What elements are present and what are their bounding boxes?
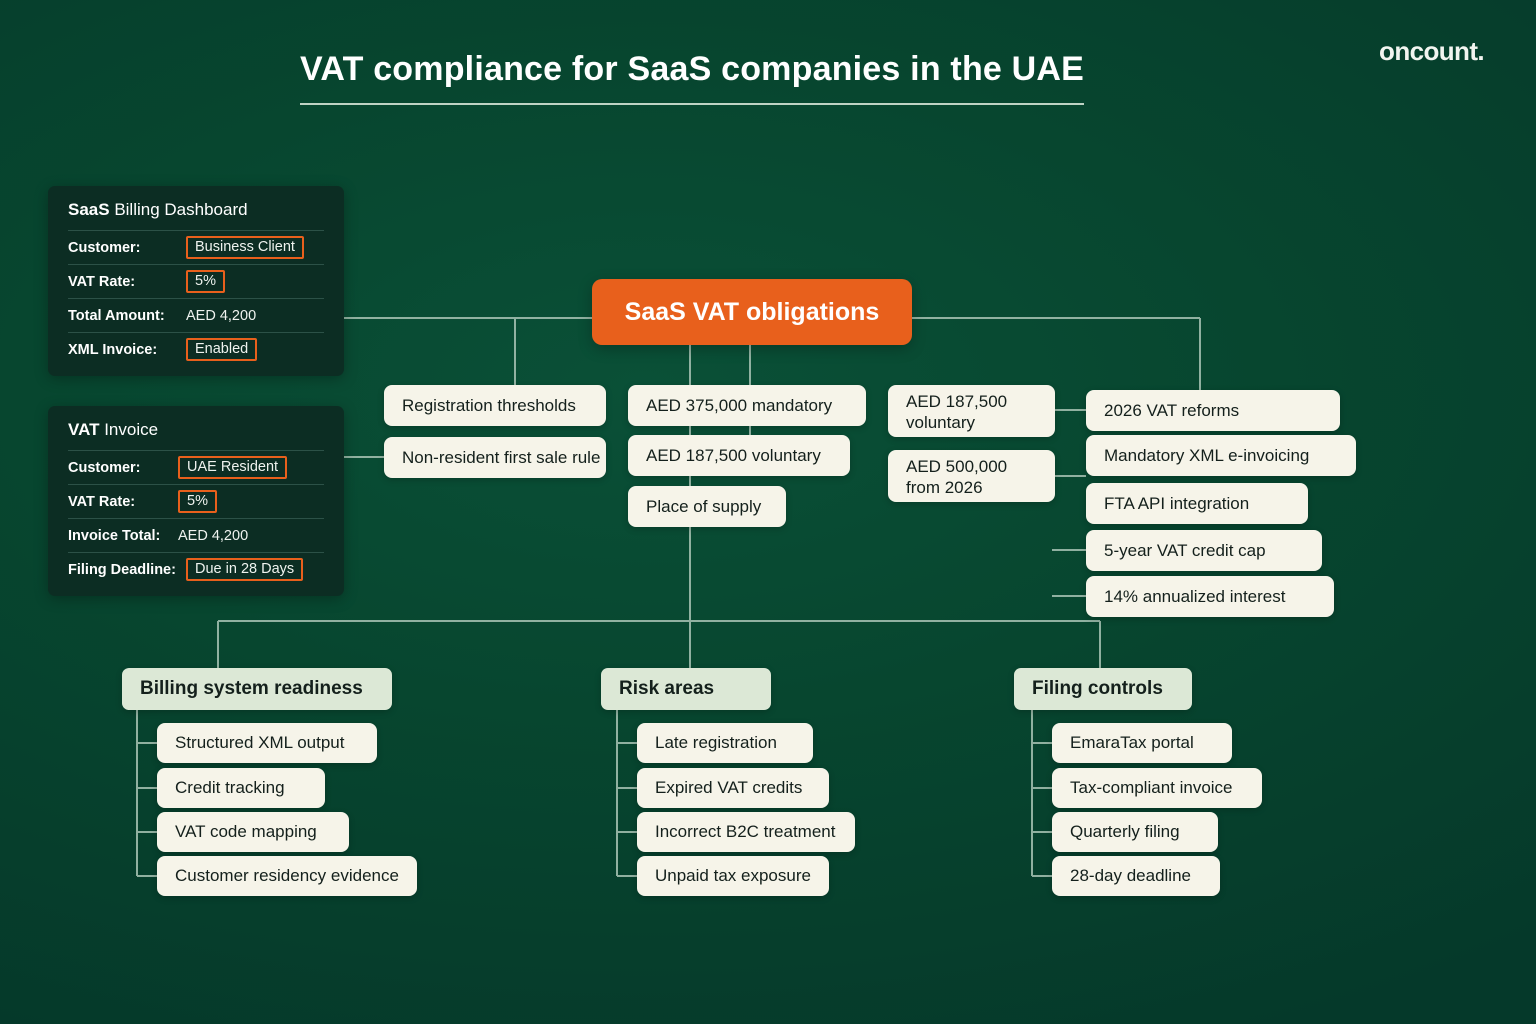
central-node-saas-vat-obligations[interactable]: SaaS VAT obligations <box>592 279 912 345</box>
invoice-row-customer: Customer: UAE Resident <box>68 450 324 484</box>
node-late-registration[interactable]: Late registration <box>637 723 813 763</box>
billing-value-customer: Business Client <box>186 236 304 259</box>
invoice-card-title: VAT Invoice <box>68 420 324 450</box>
node-aed-500000-from-2026[interactable]: AED 500,000 from 2026 <box>888 450 1055 502</box>
node-5-year-vat-credit-cap[interactable]: 5-year VAT credit cap <box>1086 530 1322 571</box>
billing-row-customer: Customer: Business Client <box>68 230 324 264</box>
node-credit-tracking[interactable]: Credit tracking <box>157 768 325 808</box>
invoice-label-vat-rate: VAT Rate: <box>68 493 136 510</box>
section-header-billing-system-readiness[interactable]: Billing system readiness <box>122 668 392 710</box>
saas-billing-dashboard-card: SaaS Billing Dashboard Customer: Busines… <box>48 186 344 376</box>
invoice-label-invoice-total: Invoice Total: <box>68 527 161 544</box>
billing-label-customer: Customer: <box>68 239 141 256</box>
node-28-day-deadline[interactable]: 28-day deadline <box>1052 856 1220 896</box>
invoice-value-invoice-total: AED 4,200 <box>178 527 249 544</box>
node-emaratax-portal[interactable]: EmaraTax portal <box>1052 723 1232 763</box>
node-vat-code-mapping[interactable]: VAT code mapping <box>157 812 349 852</box>
node-aed-375000-mandatory[interactable]: AED 375,000 mandatory <box>628 385 866 426</box>
node-registration-thresholds[interactable]: Registration thresholds <box>384 385 606 426</box>
billing-row-vat-rate: VAT Rate: 5% <box>68 264 324 298</box>
invoice-card-title-rest: Invoice <box>99 420 159 439</box>
node-non-resident-first-sale-rule[interactable]: Non-resident first sale rule <box>384 437 606 478</box>
node-aed-187500-voluntary-middle[interactable]: AED 187,500 voluntary <box>628 435 850 476</box>
billing-card-title-bold: SaaS <box>68 200 110 219</box>
page-title: VAT compliance for SaaS companies in the… <box>300 50 1085 105</box>
invoice-row-vat-rate: VAT Rate: 5% <box>68 484 324 518</box>
invoice-label-customer: Customer: <box>68 459 141 476</box>
node-2026-vat-reforms[interactable]: 2026 VAT reforms <box>1086 390 1340 431</box>
billing-card-title-rest: Billing Dashboard <box>109 200 248 219</box>
billing-value-total-amount: AED 4,200 <box>186 307 257 324</box>
node-expired-vat-credits[interactable]: Expired VAT credits <box>637 768 829 808</box>
billing-row-xml-invoice: XML Invoice: Enabled <box>68 332 324 366</box>
brand-logo: oncount. <box>1379 36 1485 66</box>
billing-value-vat-rate: 5% <box>186 270 225 293</box>
section-header-risk-areas[interactable]: Risk areas <box>601 668 771 710</box>
invoice-row-filing-deadline: Filing Deadline: Due in 28 Days <box>68 552 324 586</box>
node-tax-compliant-invoice[interactable]: Tax-compliant invoice <box>1052 768 1262 808</box>
node-place-of-supply[interactable]: Place of supply <box>628 486 786 527</box>
invoice-value-filing-deadline: Due in 28 Days <box>186 558 304 581</box>
invoice-card-title-bold: VAT <box>68 420 100 439</box>
node-structured-xml-output[interactable]: Structured XML output <box>157 723 377 763</box>
billing-value-xml-invoice: Enabled <box>186 338 258 361</box>
invoice-value-customer: UAE Resident <box>178 456 288 479</box>
billing-label-vat-rate: VAT Rate: <box>68 273 136 290</box>
node-aed-187500-voluntary-threshold[interactable]: AED 187,500 voluntary <box>888 385 1055 437</box>
node-14-percent-annualized-interest[interactable]: 14% annualized interest <box>1086 576 1334 617</box>
invoice-value-vat-rate: 5% <box>178 490 217 513</box>
billing-card-title: SaaS Billing Dashboard <box>68 200 324 230</box>
node-quarterly-filing[interactable]: Quarterly filing <box>1052 812 1218 852</box>
section-header-filing-controls[interactable]: Filing controls <box>1014 668 1192 710</box>
node-incorrect-b2c-treatment[interactable]: Incorrect B2C treatment <box>637 812 855 852</box>
node-customer-residency-evidence[interactable]: Customer residency evidence <box>157 856 417 896</box>
invoice-label-filing-deadline: Filing Deadline: <box>68 561 176 578</box>
vat-invoice-card: VAT Invoice Customer: UAE Resident VAT R… <box>48 406 344 596</box>
billing-label-xml-invoice: XML Invoice: <box>68 341 158 358</box>
node-unpaid-tax-exposure[interactable]: Unpaid tax exposure <box>637 856 829 896</box>
billing-label-total-amount: Total Amount: <box>68 307 165 324</box>
node-mandatory-xml-e-invoicing[interactable]: Mandatory XML e-invoicing <box>1086 435 1356 476</box>
billing-row-total-amount: Total Amount: AED 4,200 <box>68 298 324 332</box>
invoice-row-invoice-total: Invoice Total: AED 4,200 <box>68 518 324 552</box>
node-fta-api-integration[interactable]: FTA API integration <box>1086 483 1308 524</box>
